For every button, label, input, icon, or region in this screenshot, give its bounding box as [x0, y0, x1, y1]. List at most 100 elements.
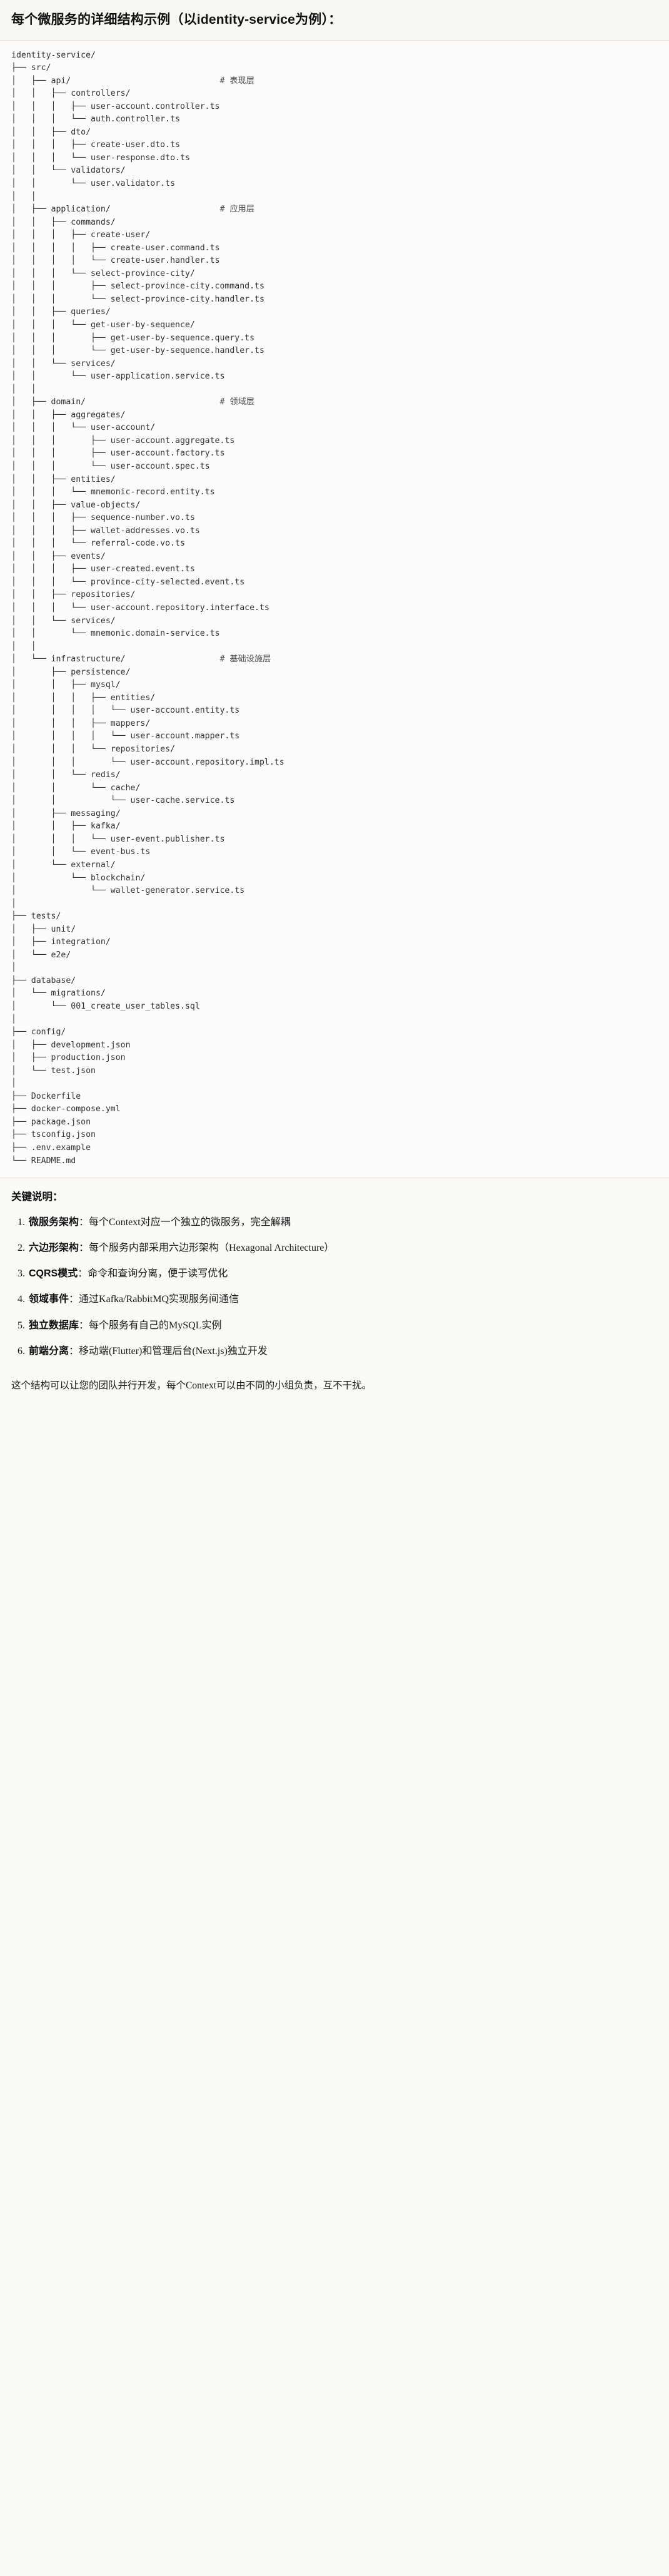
tree-line: │ │ ├── entities/: [11, 474, 116, 484]
key-points-list: 微服务架构：每个Context对应一个独立的微服务，完全解耦六边形架构：每个服务…: [11, 1214, 658, 1360]
tree-line: │ │: [11, 191, 36, 201]
tree-line: identity-service/: [11, 50, 96, 60]
tree-line: │ │ │ └── referral-code.vo.ts: [11, 539, 185, 549]
tree-line: │ └── infrastructure/ # 基础设施层: [11, 654, 271, 664]
tree-line: │ │ └── redis/: [11, 770, 121, 780]
tree-line: │ │ │ │ └── create-user.handler.ts: [11, 256, 220, 266]
tree-line: │ │ └── user-cache.service.ts: [11, 796, 235, 806]
key-point-separator: ：: [69, 1294, 79, 1305]
tree-line: │ ├── messaging/: [11, 808, 121, 818]
tree-line: ├── tsconfig.json: [11, 1130, 96, 1140]
tree-line: │ │ │ └── mnemonic-record.entity.ts: [11, 487, 215, 497]
tree-line: │ │ │ ├── user-account.factory.ts: [11, 449, 225, 459]
tree-line: │ │ │ └── user-account.repository.interf…: [11, 603, 269, 613]
tree-line: │ └── blockchain/: [11, 873, 146, 883]
tree-line: │ │ │ └── repositories/: [11, 745, 176, 755]
tree-line: │ │ └── event-bus.ts: [11, 847, 151, 857]
key-point-label: 领域事件: [29, 1294, 69, 1305]
tree-line: │ │ │ ├── get-user-by-sequence.query.ts: [11, 333, 255, 343]
tree-line: │ │ ├── kafka/: [11, 822, 121, 832]
tree-line: │ │ └── user-application.service.ts: [11, 372, 225, 382]
tree-line: │ │ │ └── province-city-selected.event.t…: [11, 577, 245, 587]
tree-line: │ │ └── user.validator.ts: [11, 178, 176, 188]
tree-line: │ │: [11, 641, 36, 651]
tree-line: ├── Dockerfile: [11, 1091, 81, 1101]
tree-line: │ │ ├── queries/: [11, 307, 111, 317]
tree-line-comment: # 基础设施层: [219, 654, 271, 664]
key-point-separator: ：: [79, 1243, 89, 1254]
tree-line: │ │ │ └── auth.controller.ts: [11, 115, 180, 125]
tree-line: │ └── migrations/: [11, 989, 106, 999]
key-point-separator: ：: [79, 1320, 89, 1331]
key-point-separator: ：: [78, 1268, 88, 1280]
tree-line-comment: # 应用层: [219, 205, 254, 215]
tree-line: │ ├── integration/: [11, 937, 111, 947]
tree-line: │ │ ├── repositories/: [11, 590, 136, 600]
key-point-label: 六边形架构: [29, 1243, 79, 1254]
key-point-label: 微服务架构: [29, 1216, 79, 1228]
tree-line: │: [11, 1014, 16, 1024]
tree-line: │ ├── development.json: [11, 1040, 131, 1050]
key-point-separator: ：: [69, 1345, 79, 1357]
key-point-text: 移动端(Flutter)和管理后台(Next.js)独立开发: [79, 1345, 268, 1357]
tree-line: │ │ ├── aggregates/: [11, 410, 126, 420]
tree-line: │: [11, 1079, 16, 1089]
tree-line: │ │ ├── mysql/: [11, 680, 121, 690]
tree-line: │ ├── unit/: [11, 924, 76, 934]
tree-line: ├── .env.example: [11, 1143, 91, 1153]
tree-line: │ │ │ │ ├── create-user.command.ts: [11, 243, 220, 253]
tree-line: │ │ └── cache/: [11, 783, 141, 793]
tree-line: │ └── external/: [11, 860, 116, 870]
tree-line-comment: # 领域层: [219, 397, 254, 407]
tree-line: │: [11, 963, 16, 973]
tree-line: │ │ ├── controllers/: [11, 89, 131, 99]
tree-line: │: [11, 899, 16, 909]
closing-paragraph: 这个结构可以让您的团队并行开发，每个Context可以由不同的小组负责，互不干扰…: [0, 1372, 669, 1407]
tree-line: │ │ ├── value-objects/: [11, 500, 141, 510]
tree-line: │ │ └── validators/: [11, 166, 126, 176]
tree-line: │ │ │ ├── user-account.aggregate.ts: [11, 435, 235, 445]
tree-line: │ │ └── services/: [11, 359, 116, 369]
tree-line: │ │ │ └── get-user-by-sequence.handler.t…: [11, 346, 264, 356]
tree-line: │ └── e2e/: [11, 950, 71, 960]
tree-line: │ │ │ ├── create-user.dto.ts: [11, 140, 180, 150]
tree-line: │ │ └── mnemonic.domain-service.ts: [11, 629, 220, 639]
tree-line: │ ├── application/ # 应用层: [11, 205, 254, 215]
key-point-text: 每个服务有自己的MySQL实例: [89, 1320, 222, 1331]
key-point-separator: ：: [79, 1216, 89, 1228]
tree-line: │ │ │ └── user-account/: [11, 423, 156, 433]
key-point-text: 每个服务内部采用六边形架构（Hexagonal Architecture）: [89, 1243, 334, 1254]
key-point-label: CQRS模式: [29, 1268, 78, 1280]
key-point-item: 领域事件：通过Kafka/RabbitMQ实现服务间通信: [28, 1291, 658, 1308]
tree-line: │ │ │ ├── user-account.controller.ts: [11, 101, 220, 111]
tree-line: ├── package.json: [11, 1117, 91, 1127]
tree-line: │ │ │ └── get-user-by-sequence/: [11, 320, 195, 330]
tree-line: │ │ ├── events/: [11, 551, 106, 561]
tree-line: │ │ │ └── user-response.dto.ts: [11, 153, 190, 163]
tree-line: │ │ │ ├── select-province-city.command.t…: [11, 282, 264, 292]
tree-line: │ │ ├── commands/: [11, 217, 116, 227]
tree-line: ├── tests/: [11, 912, 61, 922]
key-points-heading: 关键说明：: [11, 1191, 63, 1203]
key-point-label: 前端分离: [29, 1345, 69, 1357]
tree-line: ├── docker-compose.yml: [11, 1104, 121, 1114]
tree-line: │ │ │ └── select-province-city.handler.t…: [11, 294, 264, 304]
key-points-section: 关键说明： 微服务架构：每个Context对应一个独立的微服务，完全解耦六边形架…: [0, 1178, 669, 1372]
key-point-item: 独立数据库：每个服务有自己的MySQL实例: [28, 1317, 658, 1334]
tree-line: │ │ │ │ └── user-account.entity.ts: [11, 706, 240, 716]
tree-line: │ └── wallet-generator.service.ts: [11, 886, 245, 896]
tree-line: │ ├── production.json: [11, 1053, 126, 1063]
tree-line-comment: # 表现层: [219, 76, 254, 86]
key-point-item: 微服务架构：每个Context对应一个独立的微服务，完全解耦: [28, 1214, 658, 1231]
tree-line: │ │ │ └── user-account.repository.impl.t…: [11, 757, 284, 767]
tree-line: │ │ │ ├── create-user/: [11, 230, 151, 240]
tree-line: │ ├── api/ # 表现层: [11, 76, 254, 86]
tree-line: │ ├── domain/ # 领域层: [11, 397, 254, 407]
key-point-text: 命令和查询分离，便于读写优化: [88, 1268, 228, 1280]
tree-line: │ ├── persistence/: [11, 667, 131, 677]
tree-line: │ │ │ ├── sequence-number.vo.ts: [11, 513, 195, 523]
tree-line: │ │: [11, 384, 36, 394]
tree-line: │ │ │ ├── mappers/: [11, 718, 151, 728]
directory-tree-block: identity-service/├── src/│ ├── api/ # 表现…: [0, 40, 669, 1179]
tree-line: │ └── 001_create_user_tables.sql: [11, 1001, 200, 1011]
